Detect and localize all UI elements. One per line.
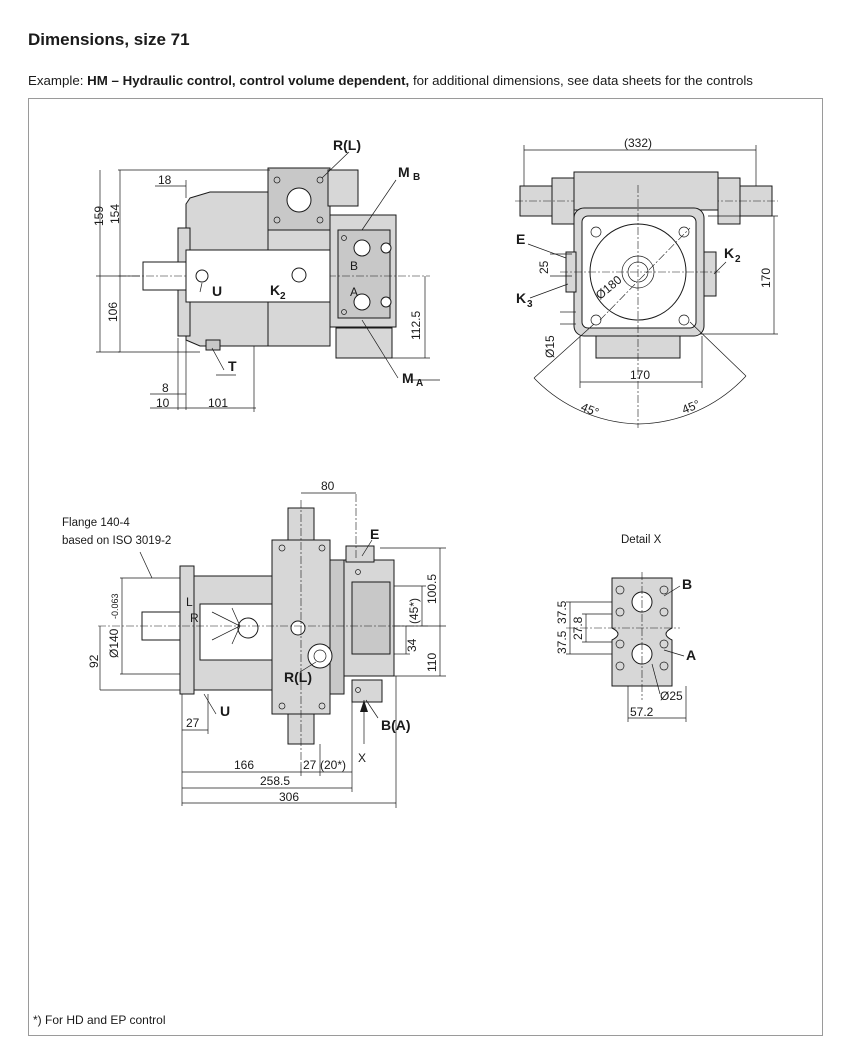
top-dim-166: 166	[234, 758, 254, 772]
front-angle-45-left: 45°	[579, 400, 601, 420]
top-dim-140: Ø140	[107, 628, 121, 658]
side-label-K2-sub: 2	[280, 291, 286, 302]
side-dim-112-5: 112.5	[409, 311, 423, 340]
side-label-B: B	[350, 259, 358, 273]
top-label-L: L	[186, 595, 193, 609]
top-dim-27a: 27	[186, 716, 200, 730]
top-dim-100-5: 100.5	[425, 574, 439, 604]
front-label-K3: K	[516, 290, 526, 306]
top-dim-140-tolerance: -0.063	[110, 593, 120, 619]
side-dim-106: 106	[106, 302, 120, 322]
detail-label-A: A	[686, 647, 696, 663]
top-dim-110: 110	[425, 653, 439, 672]
front-label-K2-sub: 2	[735, 254, 741, 265]
side-label-RL: R(L)	[333, 137, 361, 153]
top-label-E: E	[370, 526, 379, 542]
footnote: *) For HD and EP control	[33, 1013, 166, 1027]
top-dim-306: 306	[279, 790, 299, 804]
front-dim-25: 25	[537, 260, 551, 274]
top-label-BA: B(A)	[381, 717, 411, 733]
side-dim-18: 18	[158, 173, 172, 187]
top-label-X: X	[358, 751, 366, 765]
detail-x: Detail X B A 37.5 37.5 27.8 Ø25 57.2	[555, 534, 696, 722]
side-label-MB: M	[398, 164, 410, 180]
top-dim-27b: 27	[303, 758, 317, 772]
side-label-A: A	[350, 285, 358, 299]
top-dim-20: (20*)	[320, 758, 346, 772]
side-view: R(L) M B M A U K 2 T B A 159 154 18 106 …	[92, 137, 440, 412]
subtitle-bold: HM – Hydraulic control, control volume d…	[87, 73, 410, 88]
drawing-frame	[28, 98, 823, 1036]
side-label-MA: M	[402, 370, 414, 386]
top-label-R: R	[190, 611, 199, 625]
front-label-E: E	[516, 231, 525, 247]
detail-x-title: Detail X	[621, 534, 662, 546]
side-dim-101: 101	[208, 396, 228, 410]
detail-dim-57-2: 57.2	[630, 705, 654, 719]
front-label-K2: K	[724, 245, 734, 261]
side-label-MA-sub: A	[416, 378, 423, 389]
side-label-MB-sub: B	[413, 172, 420, 183]
detail-label-B: B	[682, 576, 692, 592]
front-angle-45-right: 45°	[680, 397, 702, 417]
top-dim-258-5: 258.5	[260, 774, 290, 788]
front-dim-15: Ø15	[543, 335, 557, 358]
front-label-K3-sub: 3	[527, 299, 533, 310]
subtitle: Example: HM – Hydraulic control, control…	[28, 73, 753, 88]
front-dim-170h: 170	[630, 368, 650, 382]
detail-dim-27-8: 27.8	[571, 616, 585, 640]
side-dim-10: 10	[156, 396, 170, 410]
front-dim-170v: 170	[759, 268, 773, 288]
detail-dim-25: Ø25	[660, 689, 683, 703]
subtitle-prefix: Example:	[28, 73, 88, 88]
top-label-U: U	[220, 703, 230, 719]
top-dim-45: (45*)	[407, 598, 421, 624]
top-dim-80: 80	[321, 479, 335, 493]
side-dim-154: 154	[108, 204, 122, 224]
side-dim-159: 159	[92, 206, 106, 226]
side-label-U: U	[212, 283, 222, 299]
side-label-K2: K	[270, 282, 280, 298]
page-title: Dimensions, size 71	[28, 30, 190, 49]
side-dim-8: 8	[162, 381, 169, 395]
subtitle-suffix: for additional dimensions, see data shee…	[409, 73, 753, 88]
top-dim-92: 92	[87, 654, 101, 668]
detail-dim-37-5-a: 37.5	[555, 600, 569, 624]
top-view: Flange 140-4 based on ISO 3019-2 80 E Ø1…	[62, 479, 446, 808]
flange-note-line2: based on ISO 3019-2	[62, 535, 171, 547]
detail-dim-37-5-b: 37.5	[555, 630, 569, 654]
flange-note-line1: Flange 140-4	[62, 517, 130, 529]
top-dim-34: 34	[405, 638, 419, 652]
top-label-RL: R(L)	[284, 669, 312, 685]
front-view: (332) E K 2 K 3 25 Ø180 170 Ø15 170 45° …	[515, 136, 778, 428]
front-dim-332: (332)	[624, 136, 652, 150]
side-label-T: T	[228, 358, 237, 374]
